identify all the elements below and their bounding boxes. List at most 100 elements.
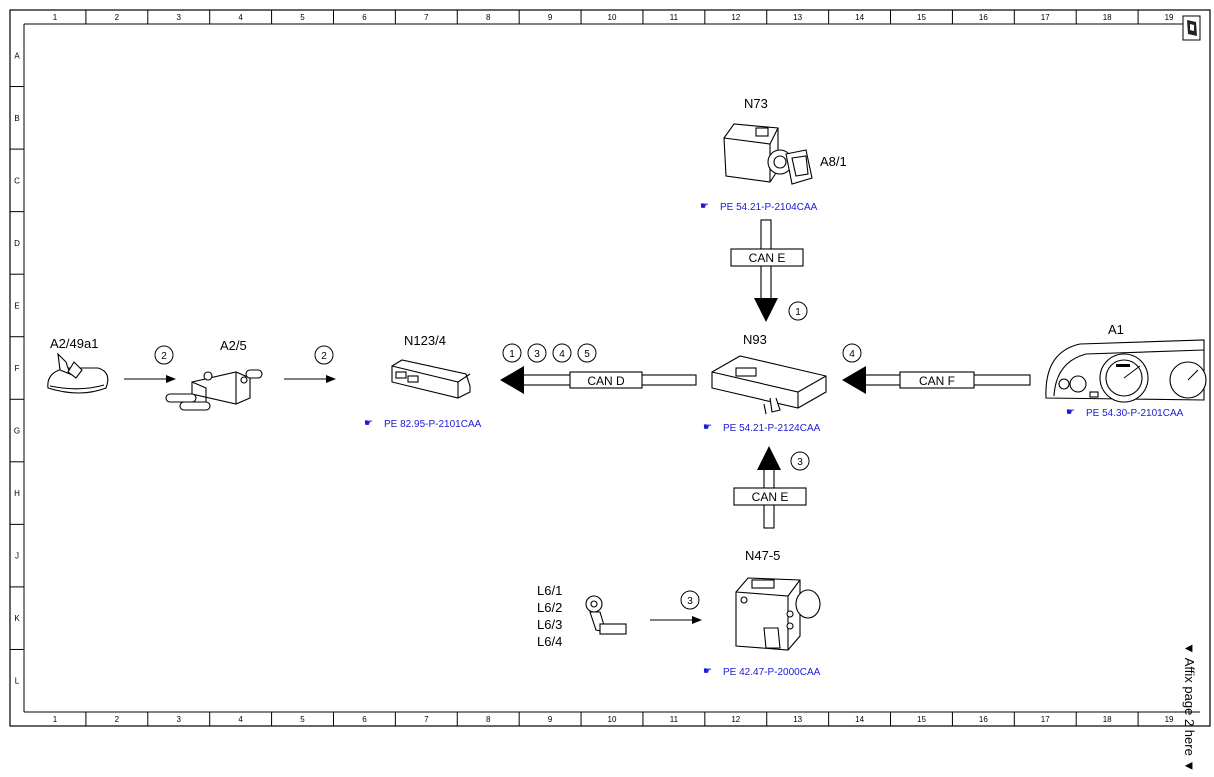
signal-number: 1 (795, 307, 801, 318)
grid-column-label: 10 (608, 715, 617, 724)
signal-badge-a2-49a1: 2 (154, 345, 174, 365)
a1-reference: ☛ PE 54.30-P-2101CAA (1066, 407, 1184, 419)
grid-column-label: 8 (486, 715, 491, 724)
a1-instrument-cluster-icon (1045, 339, 1207, 403)
grid-column-label: 1 (53, 715, 58, 724)
n93-ref: PE 54.21-P-2124CAA (723, 423, 821, 434)
signal-badge (502, 343, 522, 363)
n73-label: N73 (744, 96, 768, 111)
grid-column-label: 5 (300, 715, 305, 724)
grid-column-label: 13 (793, 13, 802, 22)
signal-arrow-a2-5 (284, 375, 336, 383)
grid-column-label: 8 (486, 13, 491, 22)
grid-column-label: 1 (53, 13, 58, 22)
l6-label: L6/4 (537, 634, 562, 649)
signal-number: 1 (509, 349, 515, 360)
n47-5-ref: PE 42.47-P-2000CAA (723, 667, 821, 678)
a8-1-label: A8/1 (820, 154, 847, 169)
grid-row-label: C (14, 176, 20, 185)
corner-logo-icon (1182, 15, 1201, 41)
l6-labels: L6/1 L6/2 L6/3 L6/4 (537, 583, 562, 649)
grid-column-label: 11 (670, 715, 679, 724)
signal-badge-can-e-bottom: 3 (790, 451, 810, 471)
l6-label: L6/1 (537, 583, 562, 598)
pointing-hand-icon: ☛ (1066, 407, 1075, 418)
signal-badge (527, 343, 547, 363)
grid-column-label: 2 (115, 715, 120, 724)
signal-number: 4 (559, 349, 565, 360)
can-e-top-bus-arrow (730, 219, 804, 322)
can-f-label: CAN F (919, 374, 955, 388)
grid-column-label: 3 (177, 715, 182, 724)
grid-column-label: 7 (424, 13, 429, 22)
grid-column-label: 18 (1103, 13, 1112, 22)
n93-module-icon (711, 355, 827, 415)
grid-column-label: 4 (238, 13, 243, 22)
can-e-top-label: CAN E (749, 251, 786, 265)
grid-column-label: 19 (1165, 715, 1174, 724)
grid-column-label: 14 (855, 13, 864, 22)
grid-column-label: 10 (608, 13, 617, 22)
n123-4-label: N123/4 (404, 333, 446, 348)
pointing-hand-icon: ☛ (703, 422, 712, 433)
signal-badge-a2-5: 2 (314, 345, 334, 365)
grid-column-label: 16 (979, 715, 988, 724)
n123-4-reference: ☛ PE 82.95-P-2101CAA (364, 418, 482, 430)
a2-5-module-icon (165, 369, 263, 411)
a1-ref: PE 54.30-P-2101CAA (1086, 408, 1184, 419)
grid-row-label: E (14, 301, 19, 310)
signal-badge (552, 343, 572, 363)
frame-outer (9, 9, 1211, 727)
signal-number: 3 (687, 596, 693, 607)
a2-5-label: A2/5 (220, 338, 247, 353)
n47-5-label: N47-5 (745, 548, 780, 563)
can-e-bottom-bus-arrow (733, 446, 807, 529)
a2-49a1-label: A2/49a1 (50, 336, 98, 351)
grid-column-label: 16 (979, 13, 988, 22)
grid-row-label: K (14, 614, 20, 623)
l6-label: L6/3 (537, 617, 562, 632)
signal-badge (577, 343, 597, 363)
a8-1-key-icon (785, 149, 813, 185)
l6-label: L6/2 (537, 600, 562, 615)
grid-column-label: 15 (917, 13, 926, 22)
grid-column-label: 6 (362, 715, 367, 724)
grid-row-label: F (15, 364, 20, 373)
grid-column-label: 14 (855, 715, 864, 724)
n73-reference: ☛ PE 54.21-P-2104CAA (700, 201, 818, 213)
can-d-signal-badges: 1 3 4 5 (502, 343, 597, 363)
signal-number: 2 (321, 351, 327, 362)
can-d-bus-arrow (500, 366, 697, 394)
signal-number: 5 (584, 349, 590, 360)
grid-column-label: 12 (731, 13, 740, 22)
n47-5-reference: ☛ PE 42.47-P-2000CAA (703, 666, 821, 678)
n123-4-module-icon (391, 359, 471, 399)
signal-arrow-a2-49a1 (124, 375, 176, 383)
grid-column-label: 17 (1041, 13, 1050, 22)
pointing-hand-icon: ☛ (703, 666, 712, 677)
signal-number: 4 (849, 349, 855, 360)
grid-column-label: 19 (1165, 13, 1174, 22)
grid-column-label: 15 (917, 715, 926, 724)
a2-49a1-antenna-icon (47, 352, 109, 394)
signal-number: 2 (161, 351, 167, 362)
pointing-hand-icon: ☛ (700, 201, 709, 212)
signal-badge-l6: 3 (680, 590, 700, 610)
grid-column-label: 9 (548, 715, 553, 724)
n73-ref: PE 54.21-P-2104CAA (720, 202, 818, 213)
grid-column-label: 7 (424, 715, 429, 724)
can-f-bus-arrow (842, 366, 1031, 394)
pointing-hand-icon: ☛ (364, 418, 373, 429)
grid-row-label: G (14, 427, 20, 436)
grid-row-label: J (15, 552, 19, 561)
grid-column-label: 17 (1041, 715, 1050, 724)
grid-row-label: L (15, 677, 20, 686)
n93-label: N93 (743, 332, 767, 347)
can-e-bottom-label: CAN E (752, 490, 789, 504)
grid-column-label: 9 (548, 13, 553, 22)
